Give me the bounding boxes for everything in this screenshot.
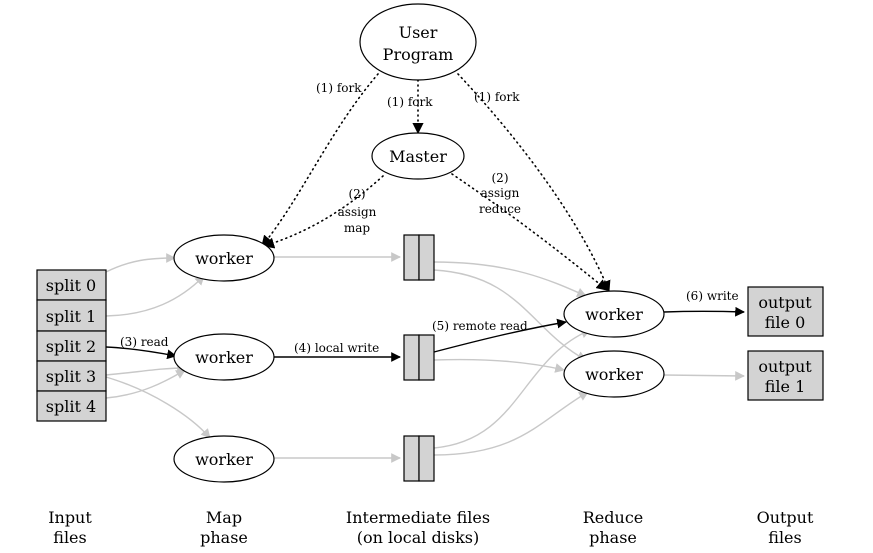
split3-to-worker2-edge — [105, 363, 187, 376]
split-2-label: split 2 — [46, 337, 96, 356]
reduce-worker-1-label: worker — [585, 305, 643, 324]
reduce-worker-1: worker — [563, 290, 665, 338]
map-worker-2: worker — [173, 333, 275, 381]
map-worker-3-label: worker — [195, 450, 253, 469]
read-edge — [105, 346, 177, 360]
file3-to-reduce1-edge — [433, 328, 591, 449]
assign-reduce-edge — [451, 173, 608, 291]
read-label: (3) read — [120, 335, 169, 349]
assign-map-label-2: assign — [338, 205, 377, 219]
map-phase-label-2: phase — [200, 528, 248, 547]
local-write-label: (4) local write — [294, 341, 379, 355]
intermediate-file-3 — [403, 435, 435, 482]
map-worker-2-label: worker — [195, 348, 253, 367]
map-worker-3: worker — [173, 435, 275, 483]
split-0-label: split 0 — [46, 276, 96, 295]
user-program-node: User Program — [359, 3, 477, 81]
output-files-label-1: Output — [757, 508, 814, 527]
remote-read-edge — [433, 318, 567, 353]
assign-map-label-3: map — [344, 221, 371, 235]
write-label: (6) write — [686, 289, 739, 303]
write-edge — [663, 306, 745, 317]
file1-to-reduce1-edge — [433, 261, 587, 297]
split0-to-worker1-edge — [105, 253, 176, 273]
file1-to-reduce2-edge — [433, 269, 587, 361]
user-program-label-line2: Program — [383, 45, 454, 64]
map-worker-1: worker — [173, 234, 275, 282]
map-worker-1-label: worker — [195, 249, 253, 268]
output-file-0-line2: file 0 — [765, 313, 806, 332]
file3-to-reduce2-edge — [433, 391, 589, 456]
master-label: Master — [389, 147, 447, 166]
fork-label-left: (1) fork — [316, 81, 362, 95]
reduce-phase-label-1: Reduce — [583, 508, 644, 527]
fork-edge-left — [261, 73, 379, 247]
assign-map-label-1: (2) — [349, 187, 366, 201]
output-file-1-line2: file 1 — [765, 377, 806, 396]
split-4-label: split 4 — [46, 397, 96, 416]
reduce2-to-output1-edge — [663, 370, 745, 381]
split3-to-worker3-edge — [105, 376, 211, 439]
file2-to-reduce2-edge — [433, 358, 565, 373]
remote-read-label: (5) remote read — [432, 319, 528, 333]
assign-map-edge — [262, 175, 384, 249]
intermediate-files-label-1: Intermediate files — [346, 508, 490, 527]
split-3-label: split 3 — [46, 367, 96, 386]
input-files-label-2: files — [53, 528, 86, 547]
reduce-worker-2-label: worker — [585, 365, 643, 384]
fork-label-middle: (1) fork — [387, 95, 433, 109]
intermediate-file-1 — [403, 234, 435, 281]
split4-to-worker2-edge — [105, 369, 186, 399]
reduce-worker-2: worker — [563, 350, 665, 398]
reduce-phase-label-2: phase — [589, 528, 637, 547]
output-file-0: output file 0 — [747, 286, 824, 337]
output-file-0-line1: output — [758, 293, 812, 312]
output-file-1: output file 1 — [747, 350, 824, 401]
intermediate-file-2 — [403, 334, 435, 381]
user-program-label-line1: User — [399, 23, 438, 42]
fork-label-right: (1) fork — [474, 90, 520, 104]
assign-reduce-label-2: assign — [481, 186, 520, 200]
input-splits: split 0 split 1 split 2 split 3 split 4 — [36, 269, 107, 422]
split1-to-worker1-edge — [105, 275, 205, 317]
output-files-label-2: files — [768, 528, 801, 547]
assign-reduce-label-1: (2) — [492, 171, 509, 185]
output-file-1-line1: output — [758, 357, 812, 376]
fork-edge-right — [457, 73, 611, 293]
assign-reduce-label-3: reduce — [479, 202, 521, 216]
map-phase-label-1: Map — [206, 508, 242, 527]
intermediate-files-label-2: (on local disks) — [357, 528, 479, 547]
input-files-label-1: Input — [48, 508, 92, 527]
split-1-label: split 1 — [46, 307, 96, 326]
master-node: Master — [371, 132, 465, 180]
